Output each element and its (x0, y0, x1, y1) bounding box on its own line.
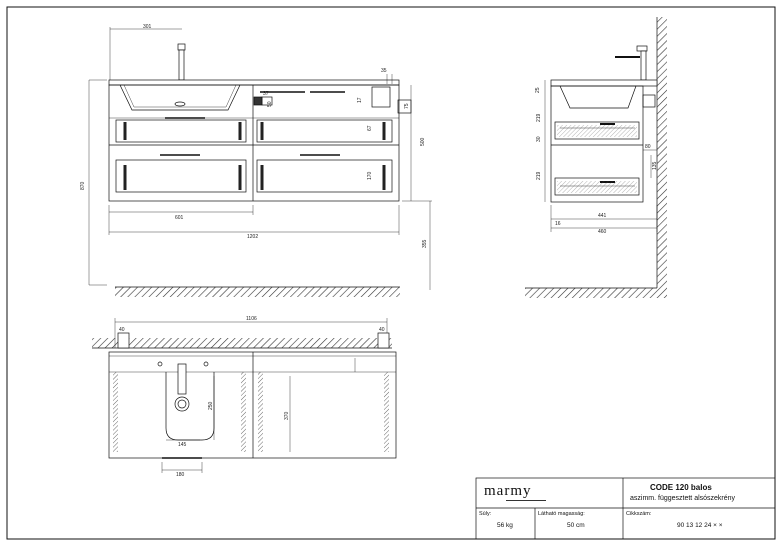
weight-value: 56 kg (497, 522, 513, 529)
runner-right-b (384, 372, 389, 452)
dim-floor-clearance: 355 (422, 239, 428, 248)
dim-side-460: 460 (598, 229, 607, 235)
dim-side-219b: 219 (536, 171, 542, 180)
logo-underline (506, 500, 546, 501)
sheet-border (6, 6, 776, 540)
title-block-frame (475, 477, 776, 540)
product-description: aszimm. függesztett alsószekrény (630, 495, 736, 502)
visible-height-label: Látható magasság: (538, 511, 585, 517)
brand-logo: marmy (484, 483, 532, 499)
dim-inner-c: 17 (357, 97, 363, 103)
basket-upper (557, 125, 637, 137)
dim-plan-40a: 40 (119, 327, 125, 333)
runner-left-a (113, 372, 118, 452)
dim-body-height: 500 (420, 137, 426, 146)
dim-side-30: 30 (536, 136, 542, 142)
dim-plan-1106: 1106 (246, 316, 257, 322)
plan-view (108, 318, 397, 473)
wall-hatch-side (657, 17, 667, 288)
floor-hatch-side (525, 288, 667, 298)
dim-plan-40b: 40 (379, 327, 385, 333)
dim-total-width: 1202 (247, 234, 258, 240)
dim-side-219a: 219 (536, 113, 542, 122)
dim-side-80: 80 (645, 144, 651, 150)
dim-drawer-width: 601 (175, 215, 184, 221)
dim-side-top: 25 (535, 87, 541, 93)
wall-hatch-plan (92, 338, 392, 348)
runner-left-b (241, 372, 246, 452)
dim-inner-e: 170 (367, 171, 373, 180)
runner-right-a (258, 372, 263, 452)
dim-side-gap: 35 (381, 68, 387, 74)
dim-inner-d: 67 (367, 125, 373, 131)
product-name: CODE 120 balos (650, 483, 712, 492)
dim-plan-145: 145 (178, 442, 187, 448)
dim-inner-b: 50 (267, 101, 273, 107)
dim-plan-370: 370 (284, 411, 290, 420)
weight-label: Súly: (479, 511, 492, 517)
dim-total-height: 870 (80, 181, 86, 190)
dim-faucet-offset: 301 (143, 24, 152, 30)
dim-side-441: 441 (598, 213, 607, 219)
dim-plan-180: 180 (176, 472, 185, 478)
dim-inner-f: 75 (404, 103, 410, 109)
article-label: Cikkszám: (626, 511, 652, 517)
visible-height-value: 50 cm (567, 522, 585, 529)
front-elevation (88, 27, 432, 290)
dim-side-16: 16 (555, 221, 561, 227)
dim-inner-a: 37 (263, 91, 269, 97)
basket-lower (557, 181, 637, 193)
article-value: 90 13 12 24 × × (677, 522, 723, 529)
dim-plan-250: 250 (208, 401, 214, 410)
floor-hatch-front (115, 287, 400, 297)
side-elevation (544, 17, 658, 288)
dim-side-135: 135 (652, 161, 658, 170)
